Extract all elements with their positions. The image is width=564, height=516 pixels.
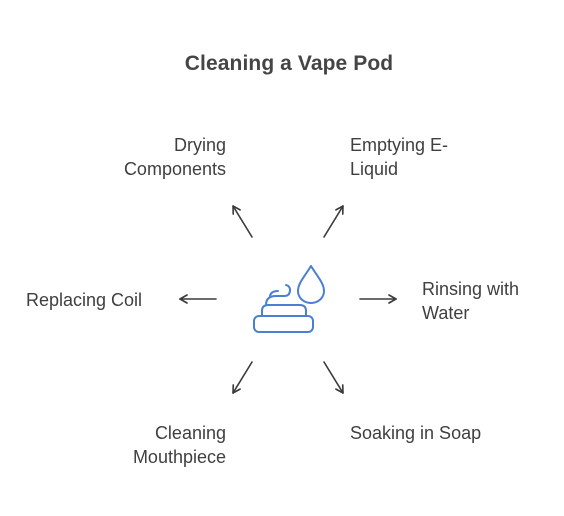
step-label-drying-line2: Components: [123, 159, 226, 179]
diagram-title: Cleaning a Vape Pod: [184, 52, 394, 75]
step-label-rinsing-line2: Water: [422, 303, 470, 323]
step-label-soaking-line1: Soaking in Soap: [350, 423, 482, 443]
step-label-cleaning-line2: Mouthpiece: [132, 447, 226, 467]
step-label-rinsing: Rinsing with Water: [422, 277, 562, 325]
step-label-drying-line1: Drying: [173, 135, 226, 155]
arrow-to-emptying: [323, 205, 344, 238]
step-label-cleaning-line1: Cleaning: [154, 423, 226, 443]
step-label-replacing-line1: Replacing Coil: [26, 290, 143, 310]
step-label-emptying-line1: Emptying E-: [350, 135, 449, 155]
soap-water-drop-icon: [253, 265, 325, 333]
step-label-emptying: Emptying E- Liquid: [350, 133, 490, 181]
arrow-to-drying: [232, 205, 253, 238]
step-label-soaking: Soaking in Soap: [350, 421, 530, 445]
step-label-rinsing-line1: Rinsing with: [422, 279, 520, 299]
step-label-cleaning: Cleaning Mouthpiece: [100, 421, 226, 469]
step-label-replacing: Replacing Coil: [26, 288, 166, 312]
step-label-emptying-line2: Liquid: [350, 159, 399, 179]
arrow-to-cleaning: [232, 361, 253, 394]
arrow-to-soaking: [323, 361, 344, 394]
step-label-drying: Drying Components: [100, 133, 226, 181]
